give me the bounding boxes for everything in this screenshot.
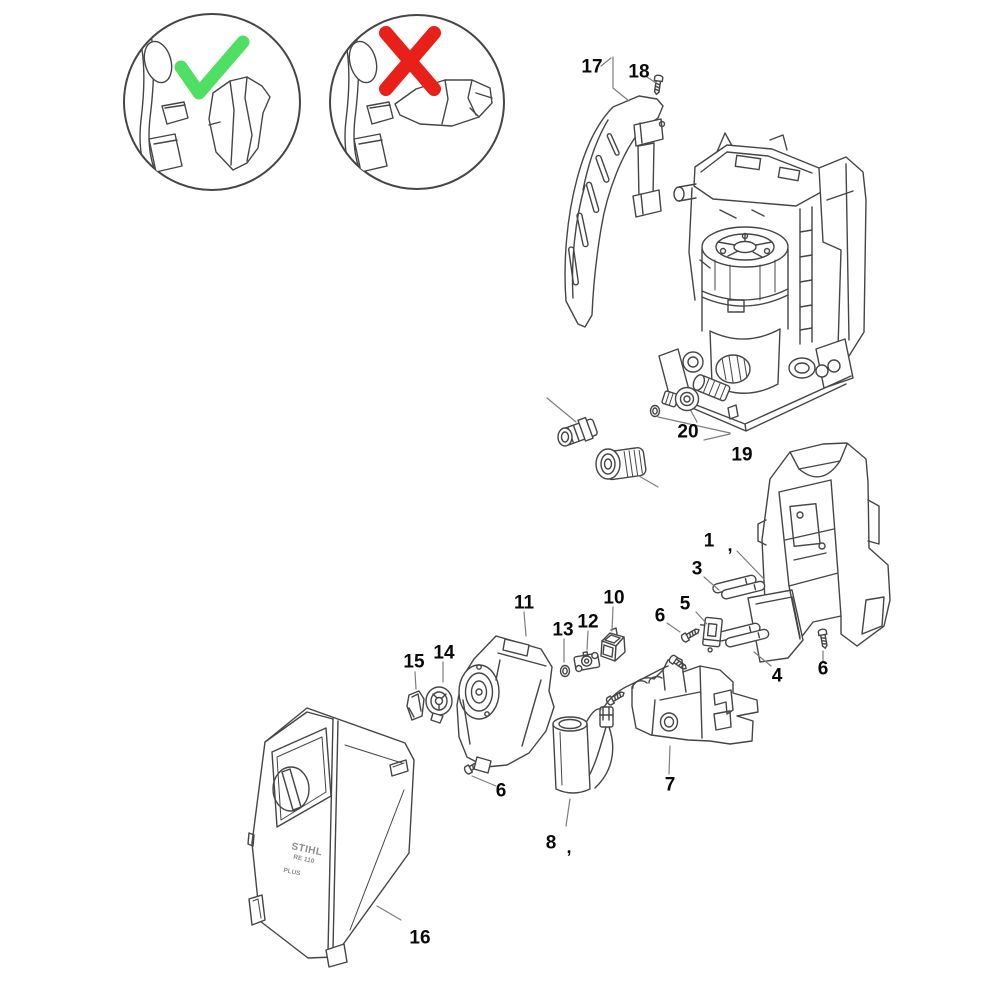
motor-pump-assembly [658, 132, 867, 432]
cross-icon [379, 26, 441, 96]
leader-lines [376, 56, 824, 921]
part-label-11: 11 [513, 592, 535, 614]
part-label-17: 17 [581, 56, 603, 78]
switch-part-10 [600, 627, 626, 662]
part-label-6a: 6 [654, 605, 666, 627]
part-label-20: 20 [677, 421, 699, 443]
bracket-part-5 [699, 616, 723, 653]
check-icon [174, 35, 250, 100]
bracket-part-7 [631, 656, 759, 745]
clip-piece-correct [208, 76, 271, 171]
part-label-19: 19 [731, 444, 753, 466]
part-label-4: 4 [771, 665, 783, 687]
detail-circle-incorrect [329, 14, 505, 190]
part-label-14: 14 [433, 642, 455, 664]
handle-panel-part-17 [564, 95, 666, 328]
part-label-10: 10 [603, 587, 625, 609]
part-label-16: 16 [409, 927, 431, 949]
clip-piece-incorrect [394, 79, 493, 127]
part-label-8: 8 [545, 832, 557, 854]
cap-part-14 [425, 686, 453, 724]
variant-text: PLUS [283, 867, 302, 878]
part-label-13: 13 [552, 619, 574, 641]
part-label-7: 7 [664, 774, 676, 796]
fitting-part-20 [661, 386, 700, 412]
part-label-5: 5 [679, 593, 691, 615]
part-label-1: 1 [703, 530, 715, 552]
clip-part-15 [406, 690, 425, 721]
screw-part-18 [651, 74, 664, 96]
coupling-nut [595, 447, 647, 481]
comma-mark: , [566, 837, 572, 857]
o-ring-part-13 [559, 664, 571, 678]
part-label-12: 12 [577, 611, 599, 633]
hose-connector [557, 416, 598, 447]
product-label: STIHL RE 110 PLUS [283, 841, 324, 878]
switch-part-12 [573, 651, 601, 673]
comma-mark: , [727, 535, 733, 555]
pump-housing-part-11 [456, 635, 555, 774]
part-label-3: 3 [691, 558, 703, 580]
o-ring-20 [649, 404, 661, 418]
part-label-15: 15 [403, 651, 425, 673]
part-label-6c: 6 [495, 780, 507, 802]
detail-circle-correct [123, 13, 301, 191]
part-label-6b: 6 [817, 658, 829, 680]
capacitor-part-8 [552, 716, 591, 794]
part-label-18: 18 [628, 61, 650, 83]
front-cover-part-16: STIHL RE 110 PLUS [247, 707, 415, 968]
screw-part-6a [679, 625, 702, 644]
screw-part-6b [817, 627, 830, 650]
chassis-frame-part-1 [747, 442, 891, 663]
cable-connector [586, 665, 669, 789]
model-text: RE 110 [293, 854, 316, 865]
screw-part-7 [604, 688, 627, 707]
